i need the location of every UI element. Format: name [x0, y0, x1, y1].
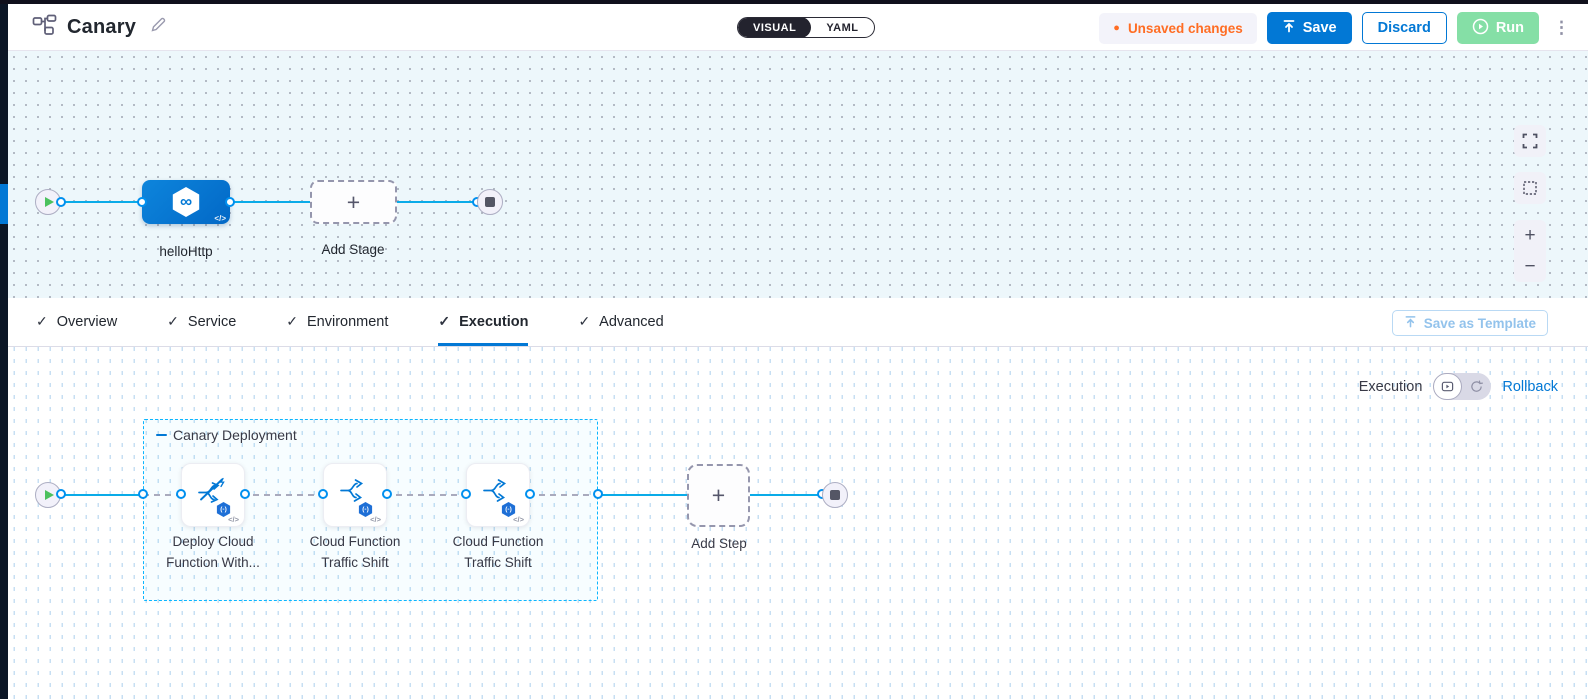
tab-advanced[interactable]: ✓ Advanced [578, 313, 664, 330]
connector-port [593, 489, 603, 499]
connector-port [382, 489, 392, 499]
pipeline-header: Canary VISUAL YAML ● Unsaved changes Sav… [8, 4, 1588, 51]
execution-view-label: Execution [1358, 378, 1423, 395]
add-stage-button[interactable]: + [310, 180, 397, 224]
code-icon: </> [513, 515, 524, 524]
visual-mode-tab[interactable]: VISUAL [738, 18, 812, 37]
pipeline-end-node [477, 189, 503, 215]
start-play-icon [44, 490, 54, 500]
connector-port [137, 197, 147, 207]
edit-title-pencil-icon[interactable] [150, 16, 167, 38]
save-button[interactable]: Save [1266, 12, 1352, 44]
connector-port [56, 197, 66, 207]
connector-port [461, 489, 471, 499]
execution-view-icon[interactable] [1433, 373, 1463, 400]
window-top-edge [0, 0, 1588, 4]
check-icon: ✓ [167, 313, 179, 329]
traffic-shift-icon [481, 475, 515, 510]
collapse-minus-icon [156, 433, 167, 437]
zoom-out-button[interactable]: − [1524, 255, 1536, 277]
step-group-header[interactable]: Canary Deployment [156, 427, 297, 443]
plus-icon: + [346, 188, 361, 215]
save-as-template-button[interactable]: Save as Template [1391, 310, 1548, 336]
connector-port [56, 489, 66, 499]
check-icon: ✓ [438, 313, 451, 329]
connector-port [138, 489, 148, 499]
connector-port [240, 489, 250, 499]
unsaved-dot-icon: ● [1113, 21, 1120, 34]
fullscreen-button[interactable] [1514, 125, 1546, 157]
side-nav-active-indicator [0, 184, 8, 224]
step-deploy-cloud-function[interactable]: (-) </> [181, 463, 245, 527]
code-icon: </> [214, 214, 226, 223]
collapsed-side-nav[interactable] [0, 4, 8, 699]
code-icon: </> [370, 515, 381, 524]
gcp-function-badge-icon: (-) [501, 502, 516, 517]
step-group-canary-deployment[interactable] [143, 419, 598, 601]
stage-name-label: helloHttp [159, 244, 213, 259]
page-title: Canary [67, 15, 137, 38]
stage-config-tabbar: ✓ Overview ✓ Service ✓ Environment ✓ Exe… [8, 298, 1588, 347]
tab-environment[interactable]: ✓ Environment [286, 313, 389, 330]
yaml-mode-tab[interactable]: YAML [826, 21, 859, 34]
execution-rollback-toggle[interactable] [1433, 373, 1492, 400]
stage-graph-canvas[interactable]: ∞ </> helloHttp + Add Stage + − [8, 51, 1588, 298]
gcp-function-badge-icon: (-) [358, 502, 373, 517]
tab-execution[interactable]: ✓ Execution [438, 298, 529, 346]
stop-square-icon [485, 197, 495, 207]
code-icon: </> [228, 515, 239, 524]
check-icon: ✓ [286, 313, 298, 329]
pipeline-icon [32, 14, 57, 41]
step-label: Cloud Function Traffic Shift [309, 534, 401, 570]
step-connector-line [598, 494, 687, 496]
unsaved-changes-badge: ● Unsaved changes [1099, 12, 1257, 44]
stop-square-icon [830, 490, 840, 500]
fullscreen-icon [1522, 133, 1538, 149]
connector-port [176, 489, 186, 499]
connector-port [318, 489, 328, 499]
rollback-view-icon[interactable] [1462, 373, 1491, 400]
gcp-function-badge-icon: (-) [216, 502, 231, 517]
step-connector-line [61, 494, 143, 496]
stage-type-hexagon-icon: ∞ [172, 187, 200, 217]
check-icon: ✓ [36, 313, 48, 329]
kebab-menu-icon[interactable]: ⋮ [1553, 17, 1570, 37]
execution-end-node [822, 482, 848, 508]
rollback-link[interactable]: Rollback [1502, 378, 1558, 395]
step-traffic-shift-2[interactable]: (-) </> [466, 463, 530, 527]
plus-icon: + [711, 482, 726, 508]
zoom-controls: + − [1514, 220, 1546, 282]
connector-port [225, 197, 235, 207]
step-traffic-shift-1[interactable]: (-) </> [323, 463, 387, 527]
tab-overview[interactable]: ✓ Overview [36, 313, 118, 330]
connector-port [525, 489, 535, 499]
add-stage-label: Add Stage [321, 242, 385, 257]
zoom-in-button[interactable]: + [1524, 224, 1536, 246]
step-connector-line [750, 494, 822, 496]
run-button[interactable]: Run [1456, 12, 1539, 44]
upload-arrow-icon [1282, 19, 1296, 37]
stage-connector-line [61, 201, 477, 203]
execution-graph-canvas[interactable]: Execution Rollback Canary Deployment [8, 347, 1588, 699]
discard-button[interactable]: Discard [1361, 12, 1447, 44]
add-step-label: Add Step [691, 536, 747, 551]
traffic-shift-icon [338, 475, 372, 510]
tab-service[interactable]: ✓ Service [167, 313, 237, 330]
upload-arrow-icon [1404, 315, 1417, 331]
step-label: Deploy Cloud Function With... [166, 534, 260, 570]
stage-node-hellohttp[interactable]: ∞ </> [142, 180, 230, 224]
marquee-select-icon [1523, 181, 1537, 195]
add-step-button[interactable]: + [687, 464, 750, 527]
step-label: Cloud Function Traffic Shift [452, 534, 544, 570]
deploy-cloud-function-no-traffic-icon [196, 475, 230, 510]
visual-yaml-toggle: VISUAL YAML [737, 17, 875, 38]
start-play-icon [44, 197, 54, 207]
step-group-label: Canary Deployment [173, 427, 297, 443]
run-play-icon [1472, 18, 1489, 39]
marquee-select-button[interactable] [1514, 172, 1546, 204]
check-icon: ✓ [578, 313, 591, 329]
